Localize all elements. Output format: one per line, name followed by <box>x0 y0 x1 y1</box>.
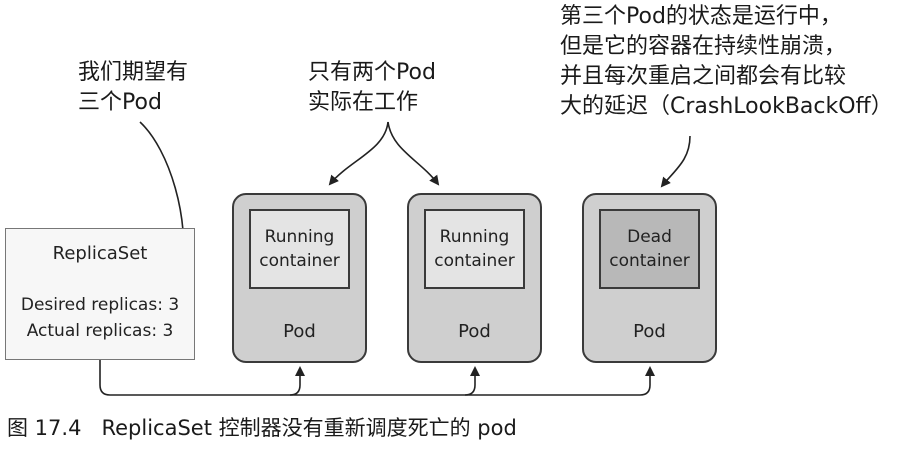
running-annotation-arrow-left <box>328 121 389 186</box>
pod-label: Pod <box>633 321 666 342</box>
annotation-two-running: 只有两个Pod 实际在工作 <box>308 60 436 115</box>
pod-1: Running container Pod <box>232 193 367 363</box>
annotation-desired: 我们期望有 三个Pod <box>78 60 189 115</box>
dead-annotation-arrow <box>660 135 691 188</box>
bus-to-pod1 <box>289 366 305 396</box>
replicaset-desired: Desired replicas: 3 <box>20 295 180 315</box>
replicaset-title: ReplicaSet <box>52 243 148 264</box>
replicaset-bus-line <box>99 360 655 396</box>
replicaset-box: ReplicaSet Desired replicas: 3 Actual re… <box>5 228 195 360</box>
running-container: Running container <box>424 209 525 289</box>
figure-caption: 图 17.4 ReplicaSet 控制器没有重新调度死亡的 pod <box>7 416 517 440</box>
dead-container: Dead container <box>599 209 700 289</box>
annotation-third-pod: 第三个Pod的状态是运行中， 但是它的容器在持续性崩溃， 并且每次重启之间都会有… <box>560 4 893 119</box>
running-annotation-arrow-right <box>387 121 440 186</box>
pod-label: Pod <box>283 321 316 342</box>
pod-2: Running container Pod <box>407 193 542 363</box>
replicaset-actual: Actual replicas: 3 <box>26 321 174 341</box>
pod-label: Pod <box>458 321 491 342</box>
bus-to-pod2 <box>464 366 480 396</box>
pod-3: Dead container Pod <box>582 193 717 363</box>
running-container: Running container <box>249 209 350 289</box>
